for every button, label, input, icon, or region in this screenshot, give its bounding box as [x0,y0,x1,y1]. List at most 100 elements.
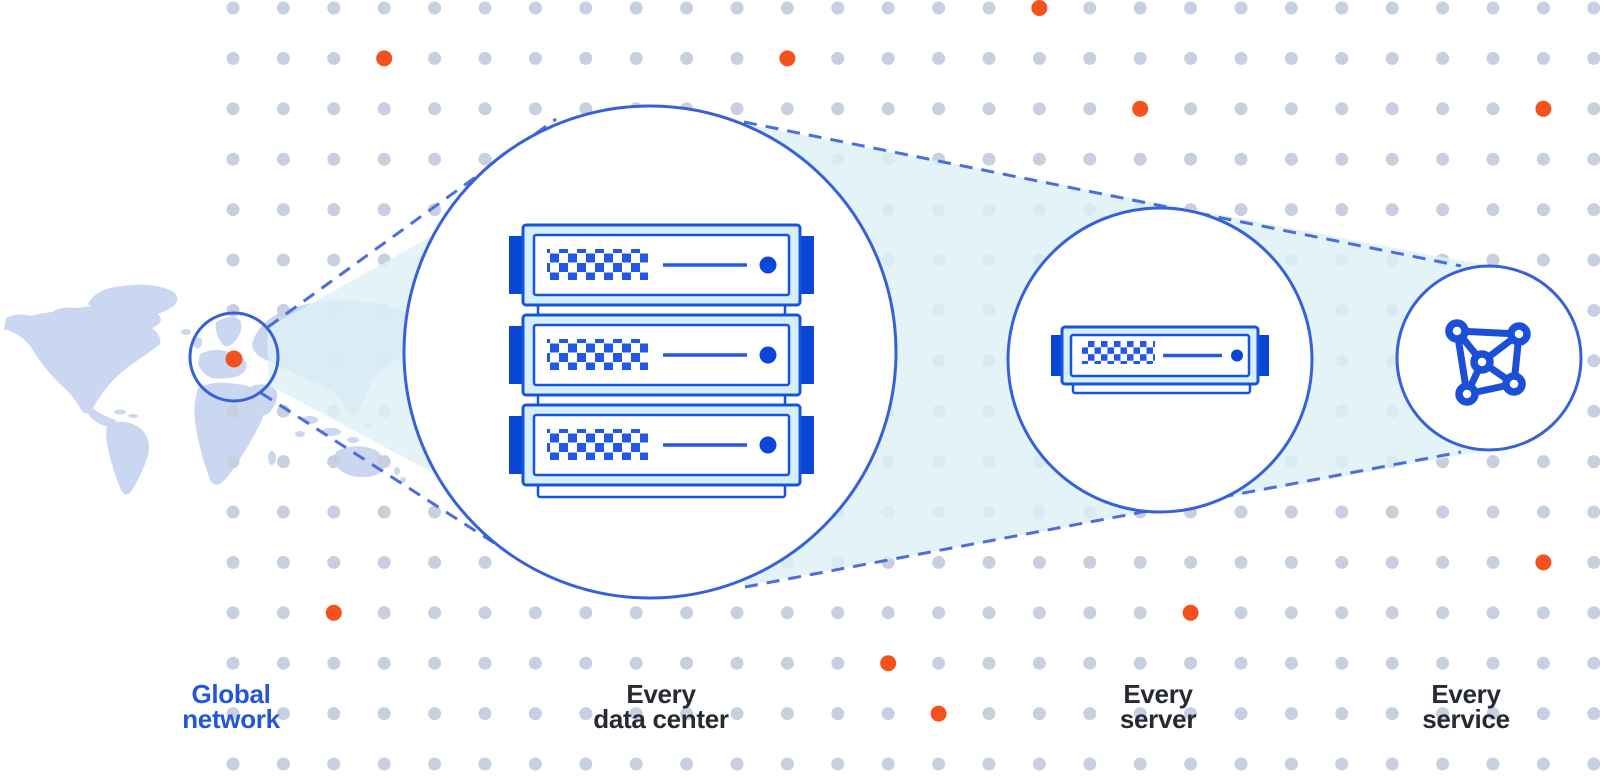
grid-dot [327,203,341,217]
grid-dot [1335,707,1349,721]
grid-dot [982,757,996,771]
grid-dot [327,102,341,116]
grid-dot [1083,606,1097,620]
grid-dot [327,51,341,65]
label-line: Every [626,679,696,709]
grid-dot [881,102,895,116]
accent-dot [376,50,393,67]
grid-dot [377,555,391,569]
grid-dot [932,1,946,15]
grid-dot [1587,555,1601,569]
grid-dot [1083,757,1097,771]
label-every-service: Every service [1422,681,1510,734]
grid-dot [831,707,845,721]
grid-dot [1284,606,1298,620]
grid-dot [1486,152,1500,166]
grid-dot [1133,1,1147,15]
grid-dot [428,203,442,217]
grid-dot [1436,1,1450,15]
dashed-line-bottom-right [744,450,1462,589]
grid-dot [1284,203,1298,217]
grid-dot [1335,102,1349,116]
grid-dot [1536,51,1550,65]
grid-dot [478,102,492,116]
grid-dot [1284,1,1298,15]
grid-dot [932,656,946,670]
grid-dot [1486,51,1500,65]
grid-dot [1436,757,1450,771]
grid-dot [1234,1,1248,15]
grid-dot [1335,606,1349,620]
grid-dot [1587,354,1601,368]
grid-dot [1083,102,1097,116]
network-mesh-icon [1445,319,1531,406]
grid-dot [881,51,895,65]
grid-dot [982,656,996,670]
accent-dot [779,50,796,67]
grid-dot [1536,253,1550,267]
grid-dot [680,51,694,65]
grid-dot [226,455,240,469]
grid-dot [226,102,240,116]
grid-dot [780,757,794,771]
grid-dot [1284,757,1298,771]
grid-dot [276,656,290,670]
grid-dot [1133,656,1147,670]
grid-dot [1335,152,1349,166]
grid-dot [327,707,341,721]
grid-dot [680,707,694,721]
grid-dot [932,606,946,620]
grid-dot [1536,1,1550,15]
grid-dot [377,1,391,15]
grid-dot [1486,253,1500,267]
grid-dot [1587,253,1601,267]
grid-dot [780,606,794,620]
grid-dot [629,1,643,15]
grid-dot [579,1,593,15]
grid-dot [478,707,492,721]
grid-dot [1234,505,1248,519]
accent-dot [1031,0,1048,16]
grid-dot [1133,757,1147,771]
grid-dot [1184,656,1198,670]
grid-dot [428,707,442,721]
grid-dot [579,51,593,65]
map-highlight-circle [188,311,280,403]
grid-dot [428,555,442,569]
grid-dot [1587,102,1601,116]
accent-dot [1535,554,1552,571]
grid-dot [327,253,341,267]
label-line: service [1422,704,1510,734]
grid-dot [428,606,442,620]
grid-dot [1133,51,1147,65]
grid-dot [1083,152,1097,166]
grid-dot [276,555,290,569]
grid-dot [1234,606,1248,620]
grid-dot [1184,102,1198,116]
grid-dot [226,203,240,217]
grid-dot [528,606,542,620]
grid-dot [226,606,240,620]
grid-dot [1436,505,1450,519]
grid-dot [932,51,946,65]
grid-dot [1536,505,1550,519]
grid-dot [881,1,895,15]
grid-dot [226,707,240,721]
grid-dot [579,656,593,670]
grid-dot [1436,152,1450,166]
grid-dot [377,203,391,217]
grid-dot [377,656,391,670]
grid-dot [478,606,492,620]
grid-dot [377,505,391,519]
grid-dot [1385,102,1399,116]
grid-dot [1486,656,1500,670]
grid-dot [1083,707,1097,721]
grid-dot [1385,555,1399,569]
grid-dot [528,1,542,15]
grid-dot [226,303,240,317]
grid-dot [831,656,845,670]
grid-dot [780,102,794,116]
label-every-data-center: Every data center [593,679,729,732]
grid-dot [1587,707,1601,721]
grid-dot [327,1,341,15]
